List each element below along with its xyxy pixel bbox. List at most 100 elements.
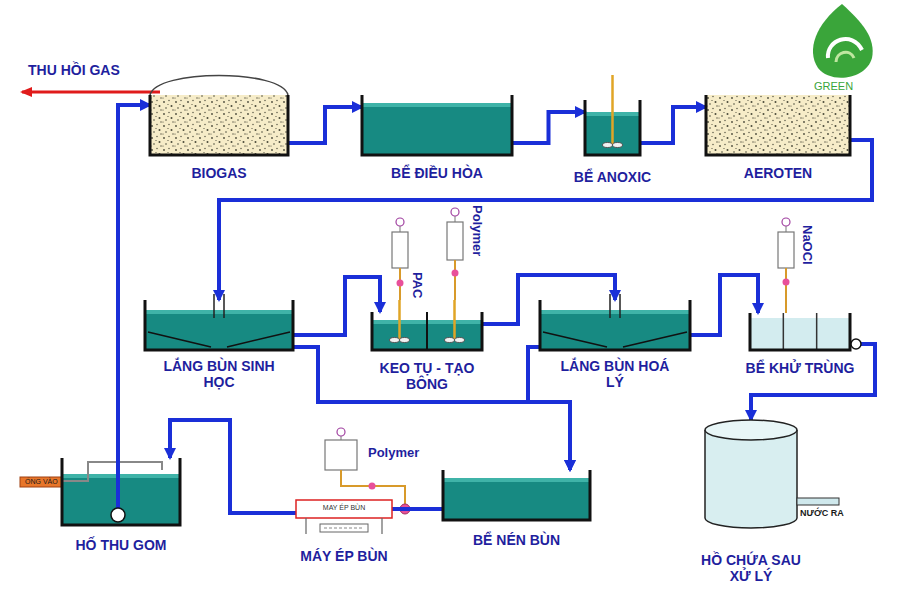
tank-drawing — [150, 76, 288, 156]
tank-shape — [750, 313, 850, 350]
settling-tank: LẮNG BÙN SINH HỌC — [145, 300, 293, 390]
gauge-stem — [341, 436, 342, 440]
tank-wall — [62, 458, 180, 525]
gauge-stem — [400, 226, 401, 232]
flow-pipe — [690, 275, 758, 335]
logo-swirl — [836, 52, 854, 62]
tank-outline — [540, 300, 690, 350]
chemical-label: NaOCl — [799, 225, 814, 265]
tank-outline — [62, 458, 180, 525]
center-well — [214, 294, 224, 318]
tank-shape — [443, 470, 590, 520]
dosing-gauge — [396, 218, 404, 226]
settler-cone — [543, 332, 687, 347]
mixer-blade — [455, 338, 465, 343]
settling-tank: LẮNG BÙN HOÁ LÝ — [540, 300, 690, 390]
tank-shape — [706, 95, 850, 155]
tank-drawing — [750, 313, 861, 350]
logo-swirl — [828, 39, 862, 58]
tank-wall — [443, 470, 590, 520]
dosing-line — [454, 260, 456, 300]
outlet-pipe — [797, 498, 839, 505]
tank-wall — [706, 95, 850, 155]
center-well — [610, 294, 620, 318]
tank-outline — [585, 100, 640, 155]
mixer-blade — [603, 143, 613, 148]
node-label: MÁY ÉP BÙN — [279, 548, 409, 564]
tank-drawing — [362, 95, 512, 155]
node-label: BỂ NÉN BÙN — [437, 532, 597, 548]
tank-drawing — [372, 300, 482, 350]
tank-outline — [705, 420, 797, 528]
note-label: THU HỒI GAS — [28, 62, 120, 78]
gauge-stem — [455, 216, 456, 222]
tank-wall — [150, 95, 288, 155]
chemical-label: PAC — [409, 272, 424, 298]
sludge-fill — [706, 95, 850, 155]
mixer-shaft — [611, 75, 614, 145]
chemical-label: Polymer — [469, 205, 484, 256]
flow-pipe — [640, 107, 706, 143]
mixer-blade — [390, 338, 400, 343]
water-surface — [443, 478, 590, 482]
flow-pipe — [288, 107, 362, 143]
press-tray — [320, 524, 368, 532]
tank-shape — [705, 420, 797, 528]
press-legs — [306, 518, 382, 534]
logo-leaf — [813, 4, 873, 78]
node-label: KEO TỤ - TẠO BÔNG — [367, 360, 487, 392]
dosing-valve — [369, 483, 376, 490]
tank-shape — [585, 100, 640, 155]
press-body — [296, 500, 392, 518]
node-label: LẮNG BÙN HOÁ LÝ — [550, 358, 680, 390]
tank-outline — [372, 312, 482, 350]
tank-wall — [145, 300, 293, 350]
settler-cone — [148, 332, 290, 347]
dosing-gauge — [337, 428, 345, 436]
tank-drawing — [145, 294, 293, 350]
water — [540, 310, 690, 350]
cylinder-top — [705, 420, 797, 440]
water — [443, 478, 590, 520]
inlet-pipe — [20, 477, 64, 487]
equalization-tank: BỂ ĐIỀU HÒA — [362, 95, 512, 181]
note-label: Polymer — [368, 446, 419, 461]
note-label: NƯỚC RA — [800, 508, 844, 518]
water — [750, 318, 850, 350]
flow-pipe — [293, 277, 380, 335]
dosing-valve — [397, 280, 404, 287]
node-label: HỒ CHỨA SAU XỬ LÝ — [691, 552, 811, 584]
biogas-tank: BIOGAS — [150, 75, 288, 181]
dosing-gauge — [451, 208, 459, 216]
inlet-pipe — [62, 462, 162, 481]
cylinder-body — [705, 430, 797, 528]
flow-pipe — [170, 420, 296, 513]
mixer-blade — [400, 338, 410, 343]
water — [362, 103, 512, 155]
dosing-valve — [783, 279, 790, 286]
flow-pipe — [118, 105, 150, 458]
divider-wall — [426, 312, 428, 350]
tank-shape — [372, 312, 482, 350]
node-label: BỂ KHỬ TRÙNG — [735, 360, 865, 376]
dosing-line — [341, 470, 405, 504]
water-surface — [145, 310, 293, 314]
dosing-valve — [452, 270, 459, 277]
gas-dome — [150, 76, 288, 96]
mixer-shaft — [453, 300, 456, 340]
tank-wall — [362, 95, 512, 155]
pump-pipe — [116, 458, 120, 509]
tank-outline — [150, 75, 288, 155]
gauge-stem — [786, 226, 787, 232]
storage-tank: HỒ CHỨA SAU XỬ LÝ — [705, 420, 797, 584]
tank-shape: MAY ÉP BÙN — [296, 500, 392, 518]
tank-shape — [62, 458, 180, 525]
node-label: BỂ ĐIỀU HÒA — [342, 165, 532, 181]
dosing-gauge — [782, 218, 790, 226]
tank-outline — [362, 95, 512, 155]
node-label: BỂ ANOXIC — [553, 169, 673, 185]
disinfection-tank: BỂ KHỬ TRÙNG — [750, 313, 850, 376]
tank-wall — [540, 300, 690, 350]
pump — [111, 508, 125, 522]
